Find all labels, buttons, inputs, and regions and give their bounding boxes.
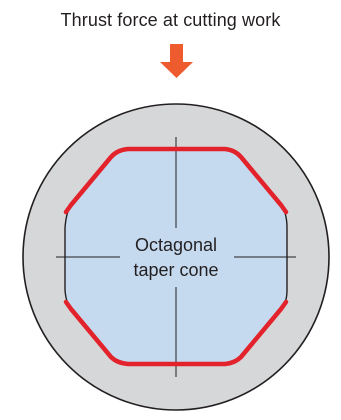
thrust-arrow-head bbox=[160, 62, 193, 78]
contact-edge-bottom bbox=[63, 299, 289, 367]
thrust-arrow bbox=[160, 44, 193, 78]
center-label-line2: taper cone bbox=[133, 260, 218, 280]
center-label: Octagonal taper cone bbox=[133, 235, 218, 280]
diagram-title: Thrust force at cutting work bbox=[60, 10, 281, 30]
center-label-line1: Octagonal bbox=[135, 235, 217, 255]
contact-edge-top bbox=[63, 146, 289, 215]
thrust-arrow-shaft bbox=[170, 44, 183, 62]
contact-edges bbox=[63, 146, 289, 367]
